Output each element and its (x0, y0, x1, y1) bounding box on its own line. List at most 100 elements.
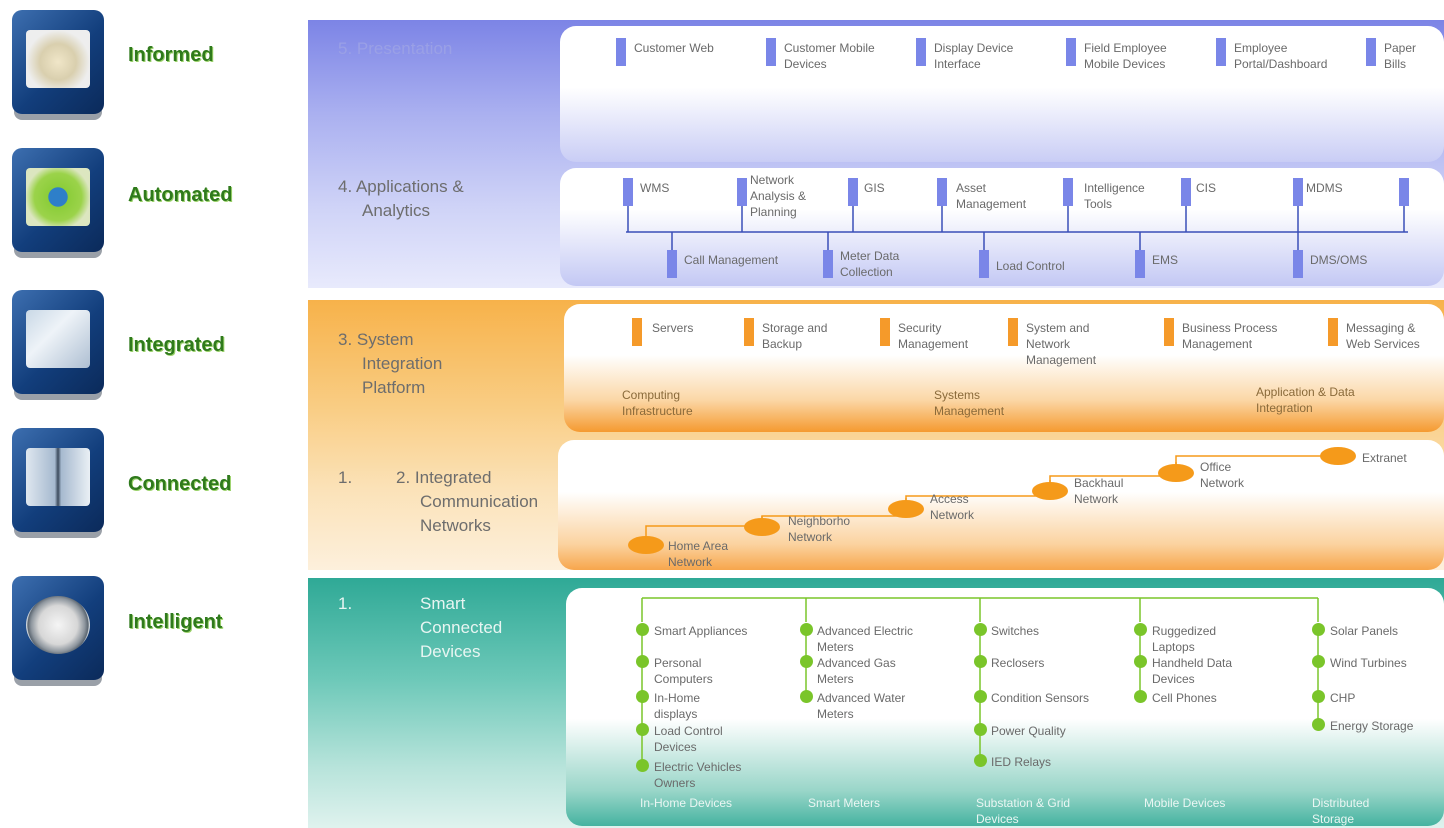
integration-item-messaging: Messaging & Web Services (1346, 321, 1420, 351)
app-item-call-management: Call Management (684, 253, 779, 267)
app-item-dms-oms: DMS/OMS (1310, 253, 1368, 267)
presentation-item-display-device: Display Device Interface (934, 41, 1014, 71)
device-dot-electric-vehicles (636, 759, 649, 772)
applications-layer-title: 4. Applications & Analytics (338, 175, 464, 223)
network-map-icon (26, 310, 90, 368)
app-top-marker-8 (1399, 178, 1409, 206)
networks-layer-title: 2. Integrated Communication Networks (396, 466, 556, 538)
presentation-marker-6 (1366, 38, 1376, 66)
presentation-marker-1 (616, 38, 626, 66)
intelligent-icon-tile (12, 576, 104, 680)
devices-title-line3: Devices (420, 642, 481, 661)
integration-marker-5 (1164, 318, 1174, 346)
device-dot-gas-meters (800, 655, 813, 668)
app-bottom-marker-5 (1293, 250, 1303, 278)
device-personal-computers: Personal Computers (654, 656, 713, 686)
level-label-connected: Connected (128, 473, 232, 495)
app-item-gis: GIS (864, 181, 885, 195)
device-smart-appliances: Smart Appliances (654, 624, 748, 638)
device-dot-wind-turbines (1312, 655, 1325, 668)
integration-panel (564, 304, 1444, 432)
presentation-item-paper-bills: Paper Bills (1384, 41, 1417, 71)
network-label-extranet: Extranet (1362, 451, 1407, 465)
level-label-automated: Automated (128, 184, 233, 206)
app-item-network-analysis: Network Analysis & Planning (750, 173, 807, 219)
integration-group-systems: Systems Management (934, 388, 1005, 418)
integration-item-system-network: System and Network Management (1026, 321, 1097, 367)
app-top-marker-5 (1063, 178, 1073, 206)
device-dot-reclosers (974, 655, 987, 668)
device-dot-switches (974, 623, 987, 636)
presentation-marker-5 (1216, 38, 1226, 66)
presentation-marker-3 (916, 38, 926, 66)
device-chp: CHP (1330, 691, 1356, 705)
level-label-integrated: Integrated (128, 334, 225, 356)
integration-title-line1: 3. System (338, 330, 414, 349)
device-ruggedized-laptops: Ruggedized Laptops (1152, 624, 1217, 654)
device-electric-vehicles: Electric Vehicles Owners (654, 760, 742, 790)
app-item-meter-data-collection: Meter Data Collection (840, 249, 900, 279)
networks-panel (558, 440, 1444, 570)
app-bottom-marker-2 (823, 250, 833, 278)
network-label-office: Office Network (1200, 460, 1245, 490)
app-bottom-marker-3 (979, 250, 989, 278)
presentation-item-customer-web: Customer Web (634, 41, 714, 55)
integration-marker-2 (744, 318, 754, 346)
device-dot-energy-storage (1312, 718, 1325, 731)
device-dot-smart-appliances (636, 623, 649, 636)
device-dot-condition-sensors (974, 690, 987, 703)
app-top-marker-2 (737, 178, 747, 206)
device-in-home-displays: In-Home displays (654, 691, 701, 721)
integration-item-servers: Servers (652, 321, 694, 335)
app-bottom-marker-1 (667, 250, 677, 278)
networks-title-line1: 2. Integrated (396, 468, 492, 487)
integration-group-computing: Computing Infrastructure (622, 388, 693, 418)
integration-item-storage: Storage and Backup (762, 321, 828, 351)
device-gas-meters: Advanced Gas Meters (817, 656, 896, 686)
networks-title-line2: Communication (420, 492, 539, 511)
informed-icon-tile (12, 10, 104, 114)
presentation-layer-title: 5. Presentation (338, 39, 453, 58)
connected-icon-tile (12, 428, 104, 532)
level-label-informed: Informed (128, 44, 214, 66)
network-label-backhaul: Backhaul Network (1074, 476, 1124, 506)
network-node-extranet (1320, 447, 1356, 465)
app-item-asset-management: Asset Management (956, 181, 1027, 211)
device-dot-cell-phones (1134, 690, 1147, 703)
device-wind-turbines: Wind Turbines (1330, 656, 1407, 670)
automated-icon-tile (12, 148, 104, 252)
devices-panel (566, 588, 1444, 826)
device-switches: Switches (991, 624, 1040, 638)
network-label-neighborhood: Neighborhood Network (788, 514, 850, 544)
device-dot-electric-meters (800, 623, 813, 636)
presentation-marker-4 (1066, 38, 1076, 66)
app-item-ems: EMS (1152, 253, 1179, 267)
devices-footer-smart-meters: Smart Meters (808, 796, 881, 810)
network-label-access: Access Network (930, 492, 975, 522)
applications-title-line2: Analytics (362, 201, 431, 220)
device-dot-in-home-displays (636, 690, 649, 703)
devices-footer-mobile: Mobile Devices (1144, 796, 1226, 810)
device-load-control: Load Control Devices (654, 724, 723, 754)
integration-item-security: Security Management (898, 321, 969, 351)
devices-title-line1: Smart (420, 594, 466, 613)
device-cell-phones: Cell Phones (1152, 691, 1217, 705)
integrated-icon-tile (12, 290, 104, 394)
network-label-home-area: Home Area Network (668, 539, 729, 569)
device-solar-panels: Solar Panels (1330, 624, 1399, 638)
device-dot-power-quality (974, 723, 987, 736)
presentation-marker-2 (766, 38, 776, 66)
device-power-quality: Power Quality (991, 724, 1066, 738)
app-item-wms: WMS (640, 181, 670, 195)
devices-title-line2: Connected (420, 618, 503, 637)
cable-plug-icon (26, 448, 90, 506)
device-electric-meters: Advanced Electric Meters (817, 624, 914, 654)
app-item-cis: CIS (1196, 181, 1217, 195)
device-dot-ruggedized-laptops (1134, 623, 1147, 636)
network-node-backhaul (1032, 482, 1068, 500)
app-top-marker-4 (937, 178, 947, 206)
devices-footer-distributed: Distributed Storage (1312, 796, 1370, 826)
device-dot-ied-relays (974, 754, 987, 767)
presentation-item-customer-mobile: Customer Mobile Devices (784, 41, 875, 71)
